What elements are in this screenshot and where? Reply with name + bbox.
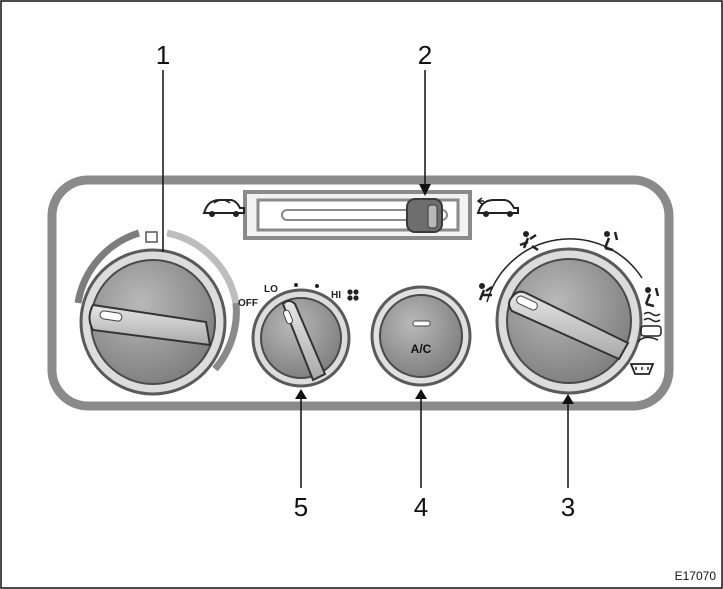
temperature-indicator-mark bbox=[146, 232, 157, 242]
ac-indicator-light bbox=[413, 321, 430, 326]
fan-hi-label: HI bbox=[331, 290, 341, 301]
callout-3: 3 bbox=[561, 492, 575, 522]
air-intake-lever[interactable] bbox=[245, 192, 470, 238]
callout-5: 5 bbox=[294, 492, 308, 522]
fan-speed-dot-2 bbox=[294, 283, 298, 287]
callout-4: 4 bbox=[414, 492, 428, 522]
ac-button-label: A/C bbox=[411, 342, 432, 356]
ac-button[interactable]: A/C bbox=[372, 287, 470, 385]
fan-off-label: OFF bbox=[238, 298, 258, 309]
callout-1: 1 bbox=[156, 40, 170, 70]
callout-2: 2 bbox=[418, 40, 432, 70]
figure-code: E17070 bbox=[675, 569, 717, 583]
fan-lo-label: LO bbox=[264, 284, 278, 295]
fan-speed-dot-3 bbox=[315, 284, 319, 288]
